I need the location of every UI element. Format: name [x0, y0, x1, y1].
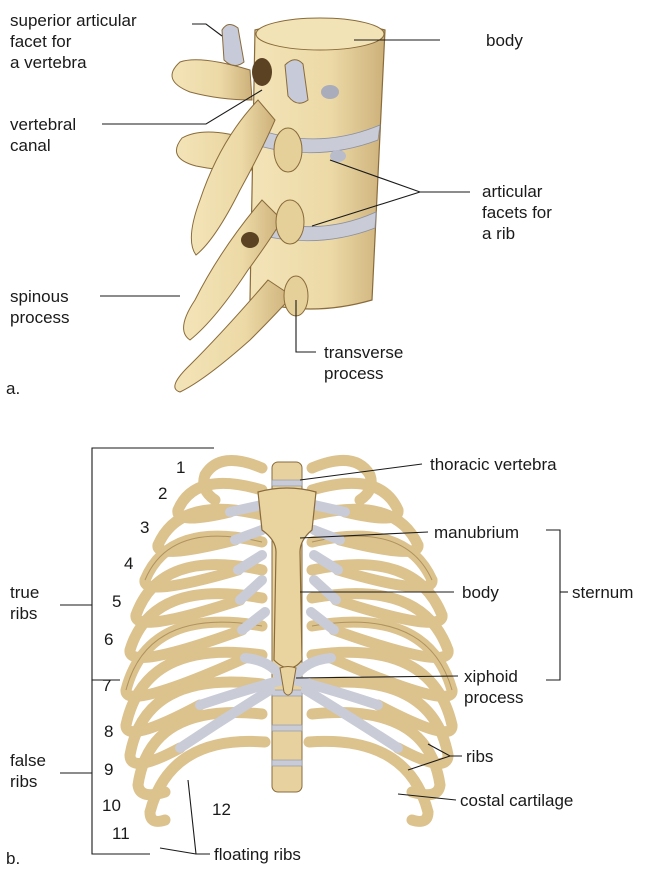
rib-number-9: 9: [104, 760, 113, 780]
label-false-ribs: false ribs: [10, 750, 46, 792]
label-superior-articular-facet: superior articular facet for a vertebra: [10, 10, 137, 73]
rib-number-8: 8: [104, 722, 113, 742]
label-costal-cartilage: costal cartilage: [460, 790, 573, 811]
label-ribs: ribs: [466, 746, 493, 767]
panel-label-b: b.: [6, 848, 20, 869]
label-floating-ribs: floating ribs: [214, 844, 301, 865]
rib-number-4: 4: [124, 554, 133, 574]
panel-label-a: a.: [6, 378, 20, 399]
label-transverse-process: transverse process: [324, 342, 403, 384]
label-vertebra-body: body: [486, 30, 523, 51]
rib-number-7: 7: [102, 676, 111, 696]
label-vertebral-canal: vertebral canal: [10, 114, 76, 156]
rib-number-6: 6: [104, 630, 113, 650]
label-xiphoid-process: xiphoid process: [464, 666, 524, 708]
rib-number-10: 10: [102, 796, 121, 816]
label-spinous-process: spinous process: [10, 286, 70, 328]
rib-number-12: 12: [212, 800, 231, 820]
rib-number-2: 2: [158, 484, 167, 504]
label-true-ribs: true ribs: [10, 582, 39, 624]
rib-number-1: 1: [176, 458, 185, 478]
label-manubrium: manubrium: [434, 522, 519, 543]
label-thoracic-vertebra: thoracic vertebra: [430, 454, 557, 475]
rib-number-3: 3: [140, 518, 149, 538]
label-articular-facets-for-a-rib: articular facets for a rib: [482, 181, 552, 244]
rib-number-5: 5: [112, 592, 121, 612]
label-sternum: sternum: [572, 582, 633, 603]
label-sternum-body: body: [462, 582, 499, 603]
rib-number-11: 11: [112, 824, 130, 844]
